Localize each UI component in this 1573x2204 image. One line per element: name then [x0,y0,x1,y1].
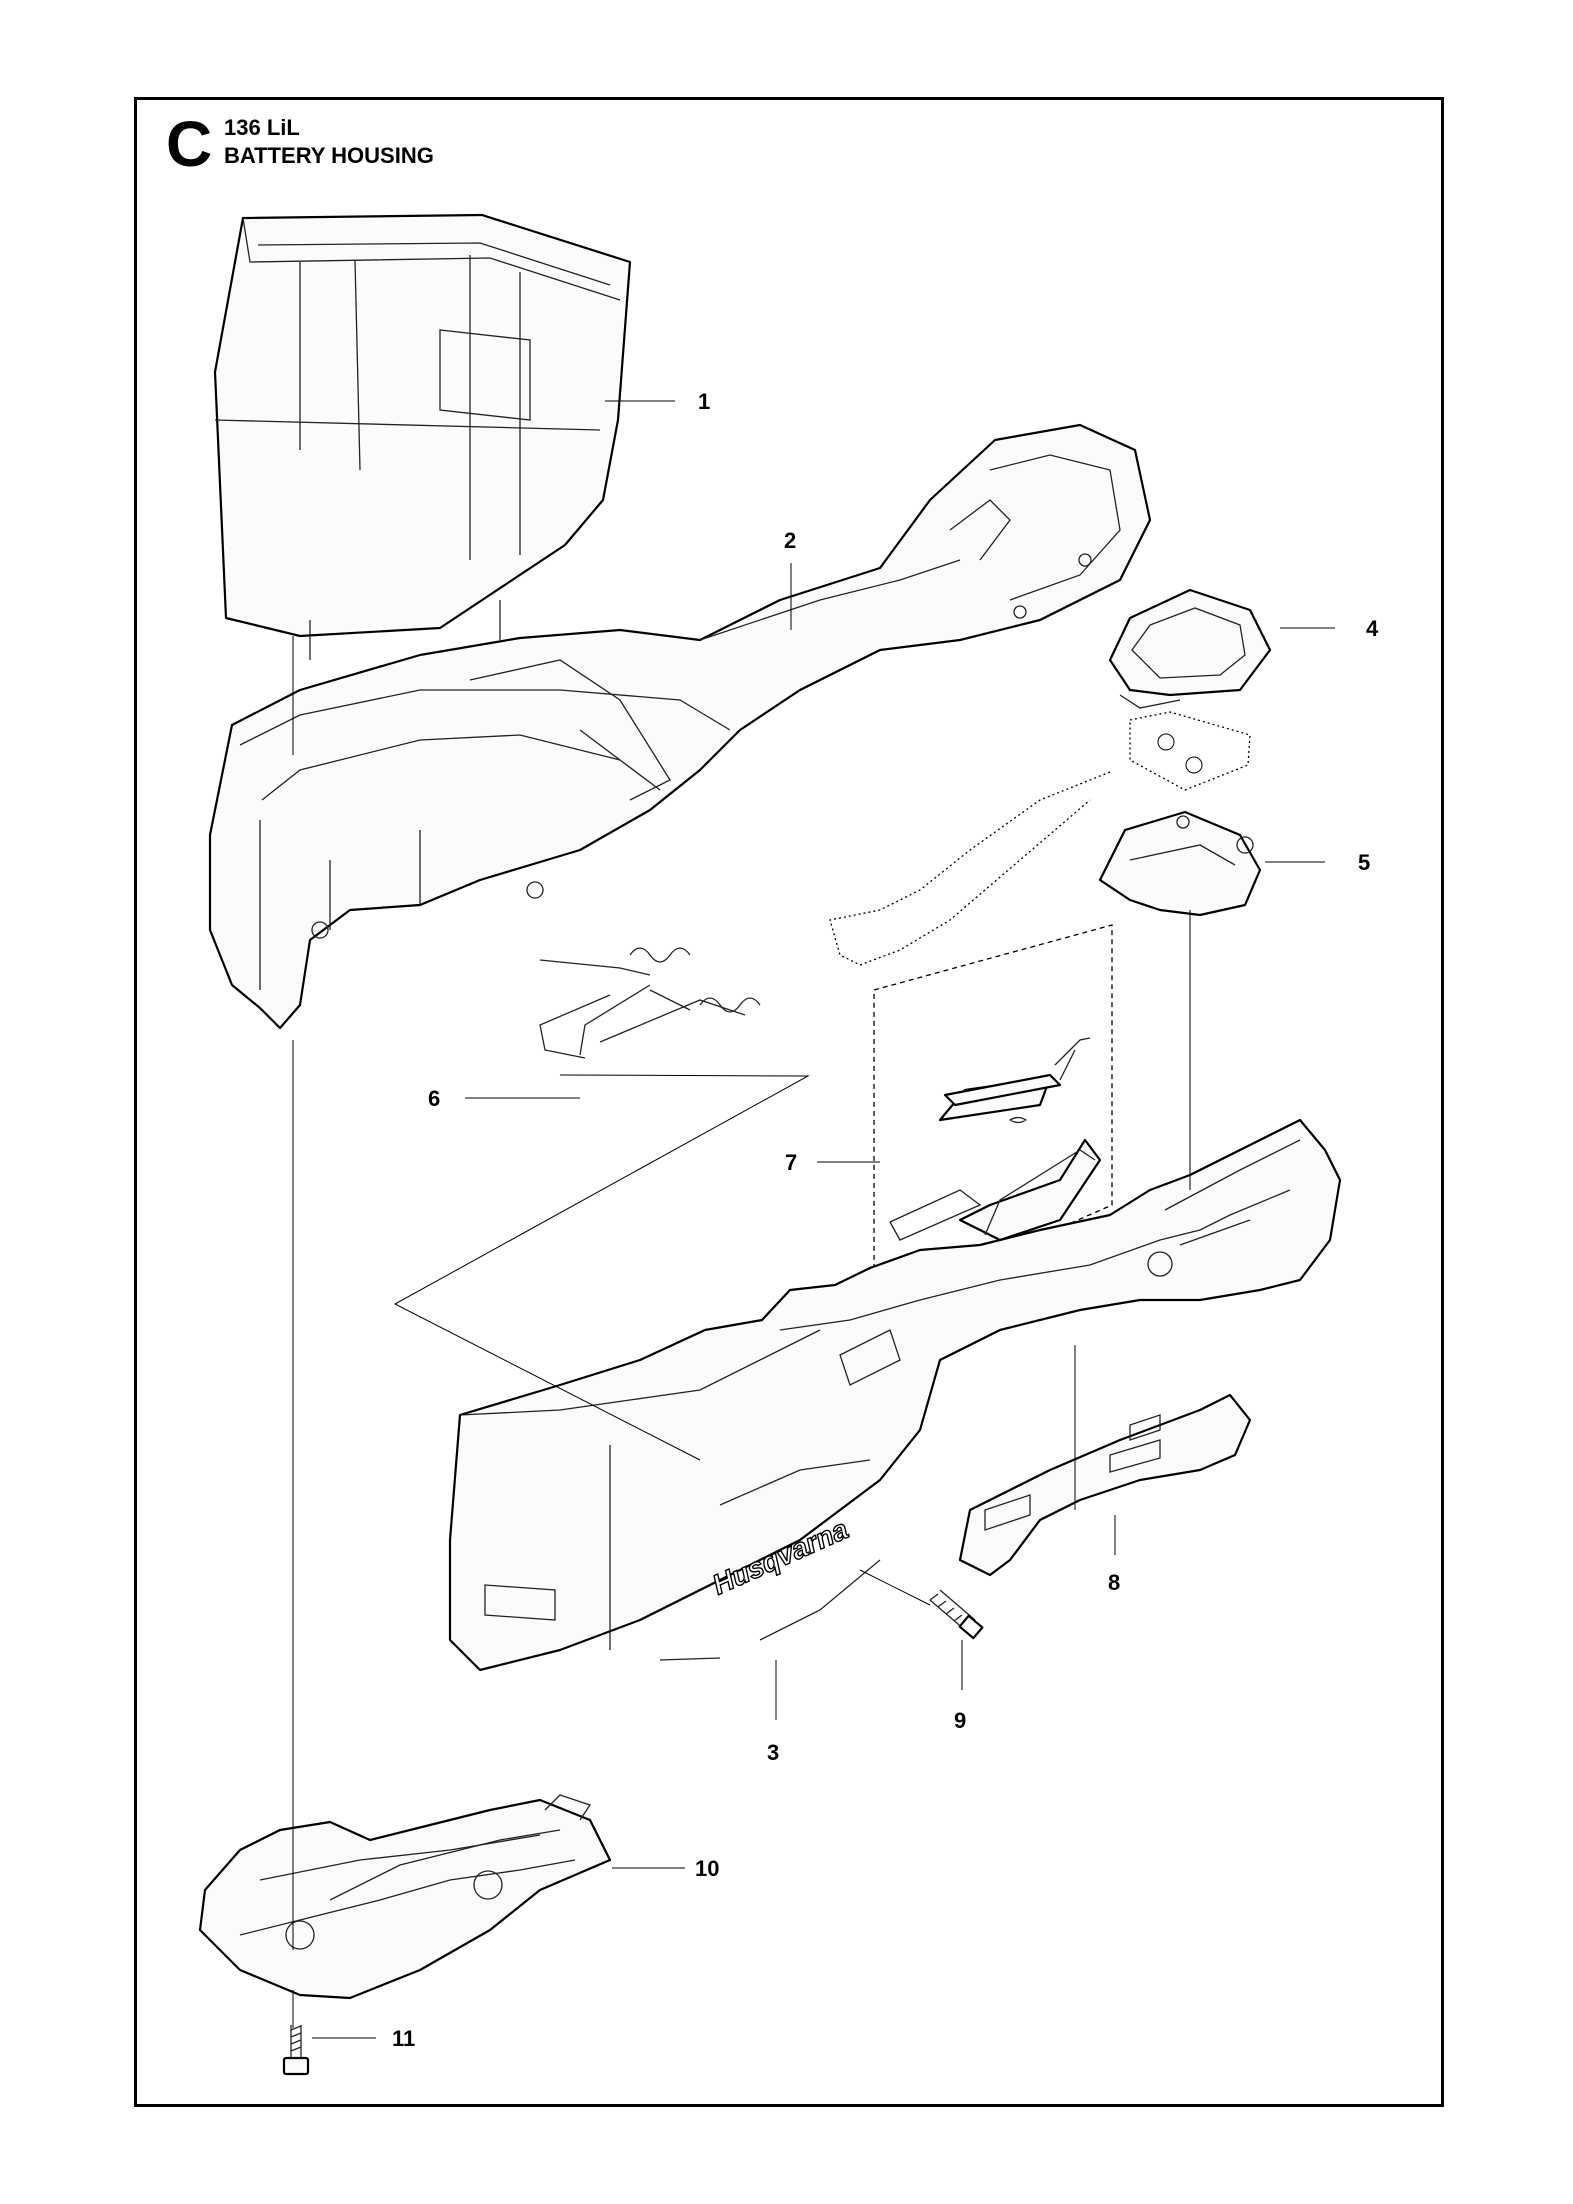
part-4-grip-ring [1108,588,1272,709]
part-10-bottom-cover [198,1794,612,2000]
callout-4: 4 [1366,616,1379,641]
callout-9: 9 [954,1708,966,1733]
label-decal [829,711,1251,966]
callout-11: 11 [392,2026,415,2051]
model-name: 136 LiL [224,115,300,140]
callout-6: 6 [428,1086,440,1111]
part-3-lower-housing [448,1118,1342,1672]
section-letter: C [166,108,213,180]
callout-10: 10 [695,1856,719,1881]
diagram-title: BATTERY HOUSING [224,143,434,168]
assembly-lines [292,636,1191,2028]
part-5-switch-cover [1098,810,1262,917]
callout-7: 7 [785,1150,797,1175]
callout-1: 1 [698,389,710,414]
callout-5: 5 [1358,850,1370,875]
part-6-springs [539,947,761,1059]
callout-labels: 1 2 3 4 5 6 7 8 9 10 11 [392,389,1379,2051]
part-9-screw [929,1589,984,1640]
part-8-side-plate [958,1393,1252,1577]
callout-8: 8 [1108,1570,1120,1595]
callout-3: 3 [767,1740,779,1765]
part-7-trigger-assembly [873,924,1113,1311]
part-1-battery-compartment [213,213,632,660]
diagram-frame [134,97,1444,2107]
part-11-screw [282,2025,310,2076]
callout-2: 2 [784,528,796,553]
part-2-upper-housing [208,423,1152,1030]
leader-lines [312,400,1335,2039]
